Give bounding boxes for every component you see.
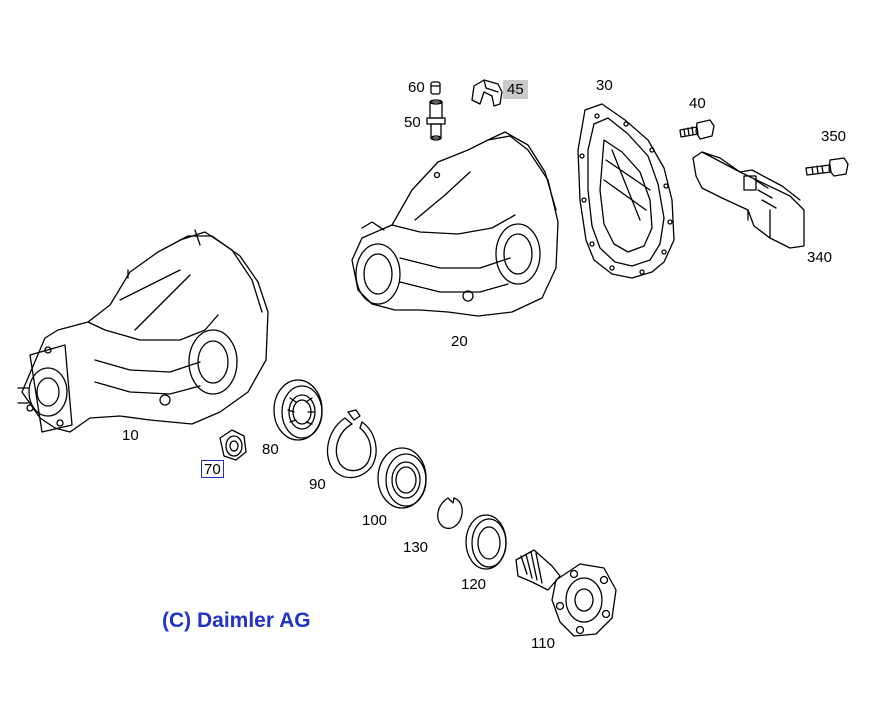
part-90-snap-ring xyxy=(327,409,377,479)
part-100-seal xyxy=(377,447,427,509)
callout-340[interactable]: 340 xyxy=(807,249,833,266)
callout-110[interactable]: 110 xyxy=(531,635,555,652)
part-60-pin xyxy=(430,81,441,95)
part-130-circlip xyxy=(437,497,463,529)
part-110-flange xyxy=(515,549,617,637)
callout-120[interactable]: 120 xyxy=(461,576,487,593)
copyright-notice: (C) Daimler AG xyxy=(162,609,311,632)
part-50-breather xyxy=(426,99,446,141)
callout-30[interactable]: 30 xyxy=(596,77,613,94)
callout-70-selected[interactable]: 70 xyxy=(201,460,224,478)
callout-100[interactable]: 100 xyxy=(362,512,388,529)
part-80-bearing xyxy=(273,379,323,441)
callout-10[interactable]: 10 xyxy=(122,427,139,444)
callout-40[interactable]: 40 xyxy=(689,95,706,112)
part-10-housing xyxy=(17,229,269,433)
part-30-cover xyxy=(577,103,675,279)
part-20-housing xyxy=(351,131,559,317)
callout-90[interactable]: 90 xyxy=(309,476,326,493)
callout-350[interactable]: 350 xyxy=(821,128,847,145)
callout-45[interactable]: 45 xyxy=(503,80,528,99)
callout-20[interactable]: 20 xyxy=(451,333,468,350)
callout-50[interactable]: 50 xyxy=(404,114,421,131)
part-40-bolt xyxy=(679,119,715,140)
part-340-bracket xyxy=(692,151,805,249)
part-350-bolt xyxy=(805,157,849,177)
part-70-bushing xyxy=(219,429,247,461)
callout-60[interactable]: 60 xyxy=(408,79,425,96)
callout-130[interactable]: 130 xyxy=(403,539,429,556)
callout-80[interactable]: 80 xyxy=(262,441,279,458)
part-120-washer xyxy=(465,514,507,570)
part-45-clip xyxy=(471,79,503,107)
